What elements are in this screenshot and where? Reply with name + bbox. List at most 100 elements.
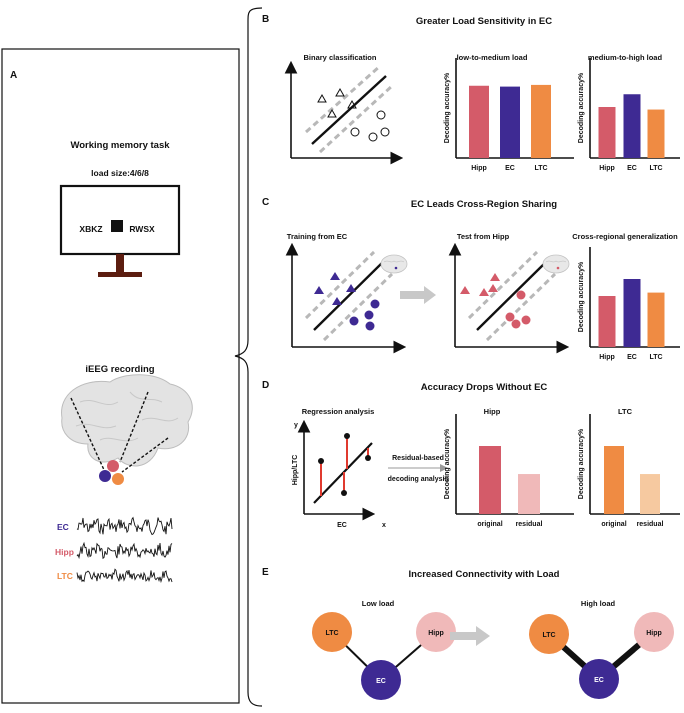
panel-c-label: C bbox=[262, 197, 269, 208]
ec-class-b-point bbox=[370, 299, 380, 309]
data-point bbox=[365, 455, 371, 461]
margin-upper bbox=[305, 64, 381, 134]
tick-label: EC bbox=[627, 165, 637, 172]
panel-e: E Increased Connectivity with Load Low l… bbox=[262, 567, 674, 700]
chart-y-label: Decoding accuracy% bbox=[444, 72, 451, 143]
trace-hipp bbox=[76, 541, 173, 560]
test-title: Test from Hipp bbox=[457, 232, 510, 241]
hipp-class-a-point bbox=[490, 273, 500, 281]
tick-label: LTC bbox=[649, 354, 662, 361]
brain-icon-small bbox=[380, 254, 408, 274]
class-a-point bbox=[347, 99, 357, 109]
bar-hipp bbox=[598, 296, 616, 347]
data-point bbox=[341, 490, 347, 496]
hipp-node-low-label: Hipp bbox=[428, 630, 444, 637]
bar-hipp bbox=[469, 85, 489, 158]
ec-class-b-point bbox=[365, 321, 375, 331]
stimulus-right: RWSX bbox=[129, 224, 155, 234]
ltc-dot bbox=[112, 473, 124, 485]
ec-class-a-point bbox=[346, 284, 356, 292]
bar-original bbox=[604, 446, 624, 514]
data-point bbox=[318, 458, 324, 464]
panel-d-title: Accuracy Drops Without EC bbox=[421, 382, 548, 393]
tick-label: LTC bbox=[534, 165, 547, 172]
ltc-node-high bbox=[529, 614, 569, 654]
training-scatter: Training from EC bbox=[285, 232, 408, 354]
bar-ec bbox=[623, 94, 641, 158]
tick-label: LTC bbox=[649, 165, 662, 172]
task-title: Working memory task bbox=[70, 140, 170, 151]
class-a-point bbox=[335, 87, 345, 97]
ec-class-a-point bbox=[314, 286, 324, 294]
load-increase-arrow bbox=[450, 626, 490, 646]
ec-node-low bbox=[361, 660, 401, 700]
panel-b-label: B bbox=[262, 14, 269, 25]
ec-dot bbox=[99, 470, 111, 482]
reg-y-letter: y bbox=[294, 422, 298, 429]
train-margin-upper bbox=[304, 250, 376, 320]
hipp-node-low bbox=[416, 612, 456, 652]
hipp-class-a-point bbox=[479, 288, 489, 296]
chart-y-label: Decoding accuracy% bbox=[578, 428, 585, 499]
chart-title: low-to-medium load bbox=[457, 53, 528, 62]
trace-label-hipp: Hipp bbox=[55, 547, 74, 557]
bar-residual bbox=[518, 474, 540, 514]
hipp-class-b-point bbox=[516, 290, 526, 300]
ec-class-a-point bbox=[330, 272, 340, 280]
tick-label: Hipp bbox=[471, 165, 487, 172]
hipp-class-a-point bbox=[488, 284, 498, 292]
test-margin-lower bbox=[485, 272, 557, 342]
panel-c: C EC Leads Cross-Region Sharing Training… bbox=[262, 197, 680, 361]
chart-y-label: Decoding accuracy% bbox=[578, 261, 585, 332]
panel-e-title: Increased Connectivity with Load bbox=[409, 569, 560, 580]
test-scatter: Test from Hipp bbox=[448, 232, 570, 354]
ec-node-high bbox=[579, 659, 619, 699]
bar-residual bbox=[640, 474, 660, 514]
high-load-network: High load LTC EC Hipp bbox=[529, 599, 674, 699]
panel-c-title: EC Leads Cross-Region Sharing bbox=[411, 199, 557, 210]
chart-title: LTC bbox=[618, 407, 633, 416]
class-b-point bbox=[376, 110, 386, 120]
panel-d: D Accuracy Drops Without EC Regression a… bbox=[262, 380, 680, 529]
reg-x-letter: x bbox=[382, 522, 386, 529]
stimulus-left: XBKZ bbox=[79, 224, 102, 234]
hipp-class-b-point bbox=[521, 315, 531, 325]
regression-plot: Regression analysis y x Hipp/LTC EC bbox=[292, 407, 386, 529]
brain-icon-small bbox=[542, 254, 570, 274]
bar-ltc bbox=[531, 84, 551, 158]
chart-title: Cross-regional generalization bbox=[572, 232, 678, 241]
trace-label-ec: EC bbox=[57, 522, 69, 532]
tick-label: original bbox=[601, 521, 626, 528]
chart-y-label: Decoding accuracy% bbox=[444, 428, 451, 499]
chart-title: Hipp bbox=[484, 407, 501, 416]
class-b-point bbox=[350, 127, 360, 137]
residual-arrow-text-1: Residual-based bbox=[392, 455, 444, 462]
binary-scatter bbox=[284, 60, 404, 165]
tick-label: residual bbox=[637, 521, 664, 528]
tick-label: original bbox=[477, 521, 502, 528]
electrode-2 bbox=[119, 391, 149, 463]
hipp-class-b-point bbox=[505, 312, 515, 322]
ec-class-a-point bbox=[332, 297, 342, 305]
test-margin-upper bbox=[467, 250, 539, 320]
training-title: Training from EC bbox=[287, 232, 348, 241]
panel-e-label: E bbox=[262, 567, 269, 578]
tick-label: EC bbox=[505, 165, 515, 172]
class-a-point bbox=[317, 93, 327, 103]
margin-lower bbox=[318, 84, 394, 154]
decision-boundary bbox=[311, 75, 387, 145]
hipp-class-a-point bbox=[460, 286, 470, 294]
bar-hipp bbox=[598, 107, 616, 158]
trace-ltc bbox=[76, 568, 173, 584]
panel-b: B Greater Load Sensitivity in EC Binary … bbox=[262, 14, 680, 172]
class-b-point bbox=[380, 127, 390, 137]
low-load-network: Low load LTC EC Hipp bbox=[312, 599, 456, 700]
regression-title: Regression analysis bbox=[302, 407, 375, 416]
tick-label: Hipp bbox=[599, 165, 615, 172]
electrode-3 bbox=[121, 437, 169, 473]
panel-a: A Working memory task load size:4/6/8 XB… bbox=[1, 48, 240, 704]
class-a-point bbox=[327, 108, 337, 118]
